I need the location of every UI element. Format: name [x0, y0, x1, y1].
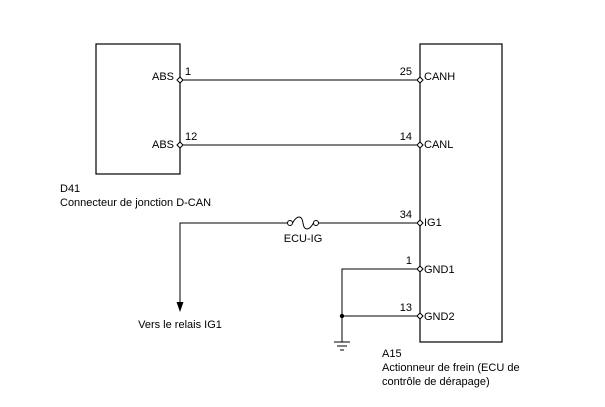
- wire-canh-pin-a15: 25: [400, 66, 412, 78]
- a15-pin-label-canl: CANL: [424, 139, 453, 151]
- actuator-a15-box: [419, 43, 503, 343]
- pin-a15-25-icon: [416, 76, 424, 84]
- d41-code: D41: [60, 183, 80, 195]
- pin-d41-1-icon: [176, 76, 184, 84]
- wire-canl-pin-a15: 14: [400, 131, 412, 143]
- wire-canl-pin-d41: 12: [185, 131, 197, 143]
- a15-pin-label-canh: CANH: [424, 71, 455, 83]
- d41-pin-label-abs-2: ABS: [152, 139, 174, 151]
- a15-name-line2: contrôle de dérapage): [382, 376, 490, 388]
- a15-code: A15: [382, 348, 402, 360]
- wire-gnd1-pin-a15: 1: [406, 255, 412, 267]
- a15-pin-label-gnd2: GND2: [424, 311, 455, 323]
- ground-symbol-icon: [334, 341, 350, 351]
- d41-name: Connecteur de jonction D-CAN: [60, 197, 211, 209]
- connector-d41-box: [95, 43, 181, 175]
- wire-canh-pin-d41: 1: [185, 66, 191, 78]
- pin-a15-14-icon: [416, 141, 424, 149]
- relay-label: Vers le relais IG1: [138, 319, 222, 331]
- fuse-label: ECU-IG: [284, 233, 323, 245]
- fuse-icon: [287, 216, 319, 230]
- d41-pin-label-abs-1: ABS: [152, 71, 174, 83]
- a15-name-line1: Actionneur de frein (ECU de: [382, 362, 520, 374]
- junction-dot: [339, 313, 345, 319]
- wire-ig1-pin-a15: 34: [400, 209, 412, 221]
- wire-gnd2-pin-a15: 13: [400, 302, 412, 314]
- a15-pin-label-gnd1: GND1: [424, 264, 455, 276]
- arrow-down-icon: [176, 302, 184, 312]
- pin-a15-34-icon: [416, 219, 424, 227]
- pin-a15-1-icon: [416, 265, 424, 273]
- pin-d41-12-icon: [176, 141, 184, 149]
- a15-pin-label-ig1: IG1: [424, 217, 442, 229]
- wire-ig1-left: [179, 222, 288, 306]
- pin-a15-13-icon: [416, 312, 424, 320]
